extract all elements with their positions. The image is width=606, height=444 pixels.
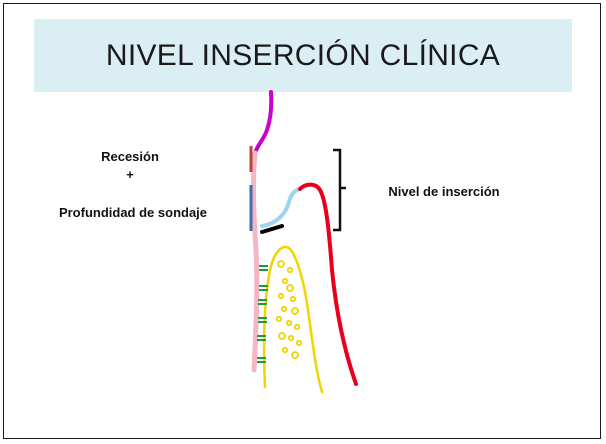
label-attachment-level: Nivel de inserción — [388, 184, 500, 199]
title-bar: NIVEL INSERCIÓN CLÍNICA — [34, 19, 572, 92]
slide-title: NIVEL INSERCIÓN CLÍNICA — [105, 38, 501, 72]
bone-trabeculae — [275, 260, 303, 359]
enamel-line — [253, 90, 274, 155]
alveolar-bone — [262, 245, 324, 394]
ligament-fibers — [257, 265, 268, 363]
label-recession: Recesión — [101, 149, 159, 164]
attachment-level-bracket — [333, 148, 346, 232]
label-probing-depth: Profundidad de sondaje — [58, 205, 208, 220]
gingival-sulcus — [260, 187, 302, 228]
junctional-epithelium — [260, 224, 284, 234]
label-plus: + — [126, 167, 134, 182]
gingiva-outline — [298, 182, 358, 386]
tooth-root — [250, 150, 260, 373]
